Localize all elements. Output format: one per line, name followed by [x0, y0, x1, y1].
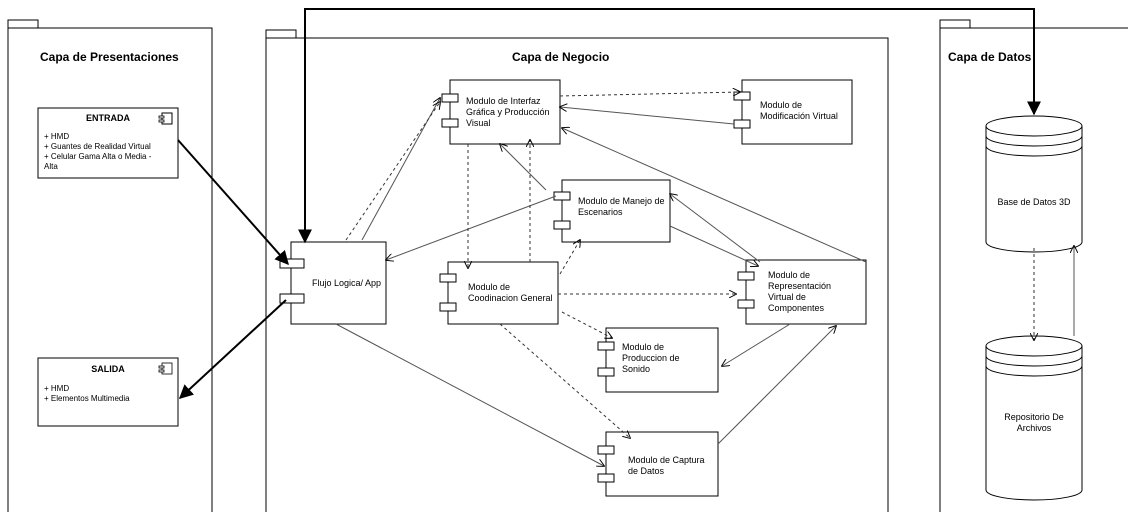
- component-entrada-items: + HMD + Guantes de Realidad Virtual + Ce…: [44, 132, 151, 172]
- package-presentaciones: [7, 19, 213, 512]
- repositorio-label: Repositorio De Archivos: [1004, 412, 1064, 433]
- component-entrada: [37, 107, 179, 179]
- module-sonido-box: [597, 327, 719, 393]
- thick-connectors: [177, 8, 1041, 399]
- package-datos-title: Capa de Datos: [948, 50, 1032, 64]
- module-modificacion-label: Modulo de Modificación Virtual: [760, 100, 838, 121]
- database-3d-cylinder: [985, 115, 1083, 253]
- module-coordinacion-label: Modulo de Coodinacion General: [468, 282, 553, 303]
- component-entrada-title: ENTRADA: [86, 113, 130, 123]
- module-captura-box: [597, 431, 719, 497]
- package-negocio-title: Capa de Negocio: [512, 50, 610, 64]
- component-salida-title: SALIDA: [91, 364, 125, 374]
- module-flujo-label: Flujo Logica/ App: [312, 278, 382, 288]
- repositorio-cylinder: [985, 335, 1083, 501]
- entrada-item: + Celular Gama Alta o Media -: [44, 152, 152, 161]
- module-interfaz-label: Modulo de Interfaz Gráfica y Producción …: [466, 96, 550, 128]
- entrada-item: + Guantes de Realidad Virtual: [44, 142, 151, 151]
- database-3d-label: Base de Datos 3D: [997, 197, 1071, 207]
- module-representacion-box: [737, 259, 867, 325]
- package-negocio: [265, 29, 889, 512]
- module-sonido-label: Modulo de Produccion de Sonido: [622, 342, 680, 374]
- entrada-item: + HMD: [44, 132, 70, 141]
- salida-item: + HMD: [44, 384, 70, 393]
- module-coordinacion-box: [439, 261, 559, 325]
- solid-connectors: [335, 98, 1074, 466]
- package-datos: [939, 19, 1128, 512]
- dashed-connectors: [345, 92, 1034, 438]
- module-flujo-box: [279, 241, 387, 325]
- salida-item: + Elementos Multimedia: [44, 394, 130, 403]
- package-presentaciones-title: Capa de Presentaciones: [40, 50, 179, 64]
- module-captura-label: Modulo de Captura de Datos: [628, 455, 705, 476]
- component-salida: [37, 357, 179, 427]
- module-representacion-label: Modulo de Representación Virtual de Comp…: [768, 270, 832, 313]
- component-salida-items: + HMD + Elementos Multimedia: [44, 384, 130, 404]
- entrada-item: Alta: [44, 162, 58, 171]
- module-escenarios-label: Modulo de Manejo de Escenarios: [578, 196, 665, 217]
